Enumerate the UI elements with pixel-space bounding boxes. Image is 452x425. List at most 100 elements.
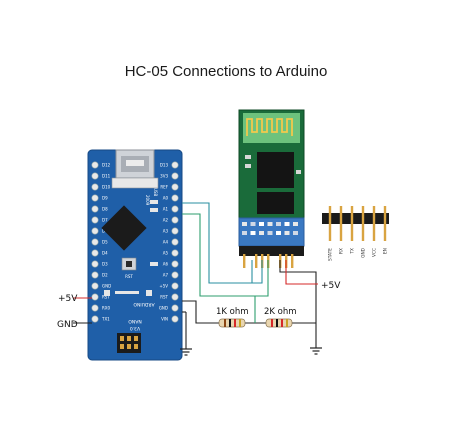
arduino-right-pad: [171, 293, 179, 301]
arduino-right-pad: [171, 194, 179, 202]
hc05-pin: [243, 254, 246, 268]
arduino-left-pin-label: D5: [102, 240, 108, 245]
gnd-left-label: GND: [57, 320, 78, 330]
arduino-right-pad: [171, 216, 179, 224]
pinout-pin: [383, 206, 387, 241]
arduino-left-pad: [91, 293, 99, 301]
smd-component: [293, 231, 298, 235]
arduino-right-pin-label: 3V3: [160, 174, 168, 179]
pinout-pin: [350, 206, 354, 241]
arduino-right-pin-label: A2: [163, 218, 169, 223]
pinout-pin: [328, 206, 332, 241]
pinout-pin: [339, 206, 343, 241]
arduino-right-pad: [171, 282, 179, 290]
smd-component: [284, 222, 290, 226]
ground-symbol-arduino: [180, 348, 192, 356]
arduino-left-pad: [91, 249, 99, 257]
icsp-pin: [127, 344, 131, 349]
wire-hc05-vcc: [285, 260, 318, 285]
arduino-right-pin-label: A5: [163, 251, 169, 256]
resistor-band: [234, 319, 236, 327]
pinout-pin: [361, 206, 365, 241]
usb-port-slot: [126, 160, 144, 166]
hc05-chip-top: [257, 152, 294, 188]
wire-d2-to-tx: [182, 213, 269, 297]
left-pin-header: D12D11D10D9D8D7D6D5D4D3D2GNDRSTRX0TX1: [91, 161, 111, 323]
smd-component: [293, 222, 298, 226]
smd-component: [276, 222, 281, 226]
resistor-1k-body: [218, 318, 246, 328]
pinout-label: EN: [383, 248, 389, 254]
arduino-right-pad: [171, 271, 179, 279]
arduino-right-pad: [171, 172, 179, 180]
arduino-right-pin-label: A3: [163, 229, 169, 234]
pinout-label: TX: [350, 248, 356, 255]
resistor-2k-label: 2K ohm: [264, 307, 297, 317]
smd-component: [276, 231, 281, 235]
resistor-2k-body: [265, 318, 293, 328]
hc05-pin: [291, 254, 294, 268]
wire-d3-to-rx: [182, 202, 263, 284]
arduino-right-pad: [171, 260, 179, 268]
smd-component: [245, 155, 251, 159]
arduino-right-pad: [171, 161, 179, 169]
resistor-band: [276, 319, 278, 327]
smd-component: [150, 262, 158, 266]
arduino-left-pad: [91, 238, 99, 246]
arduino-right-pin-label: VIN: [161, 317, 168, 322]
smd-component: [259, 231, 264, 235]
arduino-left-pin-label: D9: [102, 196, 108, 201]
year-label: 2009: [145, 195, 150, 206]
arduino-left-pad: [91, 172, 99, 180]
arduino-left-pad: [91, 205, 99, 213]
wires: [73, 202, 318, 349]
resistor-band: [229, 319, 231, 327]
arduino-left-pad: [91, 271, 99, 279]
pinout-header-body: [322, 213, 389, 224]
hc05-header-components: [242, 222, 298, 235]
arduino-left-pad: [91, 183, 99, 191]
arduino-left-pad: [91, 282, 99, 290]
atmega-chip: [101, 205, 147, 251]
icsp-pin: [120, 344, 124, 349]
board-version-label: V3.0: [130, 325, 140, 331]
arduino-left-pin-label: TX1: [101, 317, 110, 322]
smd-component: [245, 164, 251, 168]
smd-component: [259, 222, 264, 226]
icsp-pin: [127, 336, 131, 341]
resistor-band: [239, 319, 241, 327]
arduino-right-pin-label: A0: [163, 196, 169, 201]
hc05-chip-bottom: [257, 192, 294, 214]
smd-component: [150, 208, 158, 212]
smd-component: [250, 231, 256, 235]
arduino-left-pin-label: D4: [102, 251, 108, 256]
wire-gnd-to-resistors: [182, 300, 219, 324]
rst-label: RST: [125, 274, 133, 279]
arduino-left-pin-label: D3: [102, 262, 108, 267]
arduino-left-pin-label: GND: [102, 284, 111, 289]
resistor-2k: [265, 318, 293, 328]
smd-component: [104, 290, 110, 296]
arduino-right-pin-label: RST: [160, 295, 168, 300]
arduino-right-pad: [171, 315, 179, 323]
arduino-right-pad: [171, 205, 179, 213]
smd-component: [267, 222, 273, 226]
plus5v-left-label: +5V: [58, 294, 78, 304]
smd-component: [296, 170, 301, 174]
arduino-right-pin-label: A6: [163, 262, 169, 267]
icsp-pin: [134, 344, 138, 349]
board-name-label: ARDUINO: [133, 301, 155, 307]
arduino-right-pad: [171, 227, 179, 235]
arduino-right-pad: [171, 304, 179, 312]
diagram-title: HC-05 Connections to Arduino: [124, 63, 328, 80]
hc05-antenna-trace: [246, 118, 293, 136]
reset-button-cap: [126, 261, 132, 267]
arduino-left-pad: [91, 260, 99, 268]
smd-component: [250, 222, 256, 226]
resistor-band: [286, 319, 288, 327]
pinout-header-pins: [328, 206, 387, 241]
resistor-1k-label: 1K ohm: [216, 307, 249, 317]
